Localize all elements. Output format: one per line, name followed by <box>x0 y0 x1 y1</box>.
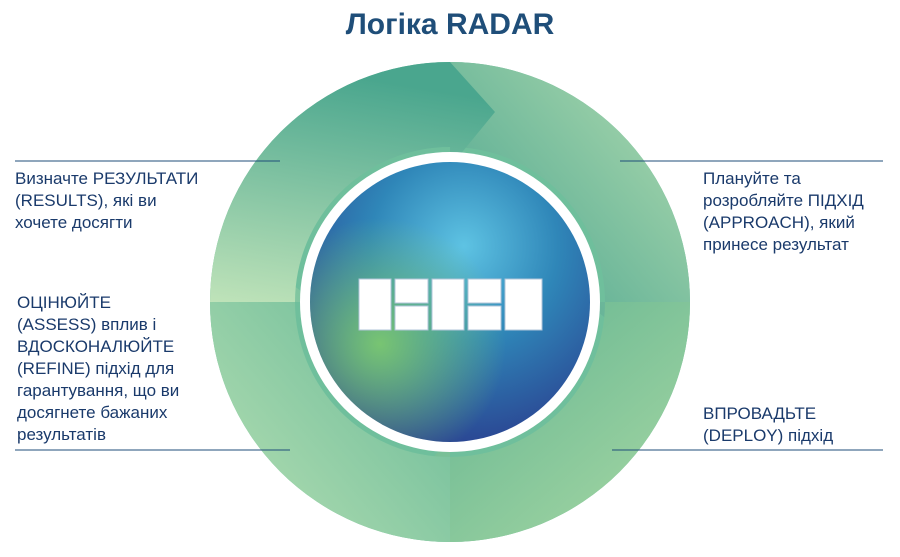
label-results: Визначте РЕЗУЛЬТАТИ (RESULTS), які ви хо… <box>15 169 199 232</box>
label-assess-refine: ОЦІНЮЙТЕ (ASSESS) вплив і ВДОСКОНАЛЮЙТЕ … <box>17 293 180 444</box>
arrow-segment-bottom-right <box>405 302 690 542</box>
arrow-segment-bottom-left <box>210 258 450 542</box>
diagram-title: Логіка RADAR <box>345 8 555 41</box>
arrow-segment-top-right <box>450 62 690 345</box>
label-deploy: ВПРОВАДЬТЕ (DEPLOY) підхід <box>703 404 834 445</box>
radar-logo <box>358 278 543 331</box>
label-approach: Плануйте та розробляйте ПІДХІД (APPROACH… <box>703 169 864 254</box>
arrow-segment-top-left <box>210 62 495 302</box>
